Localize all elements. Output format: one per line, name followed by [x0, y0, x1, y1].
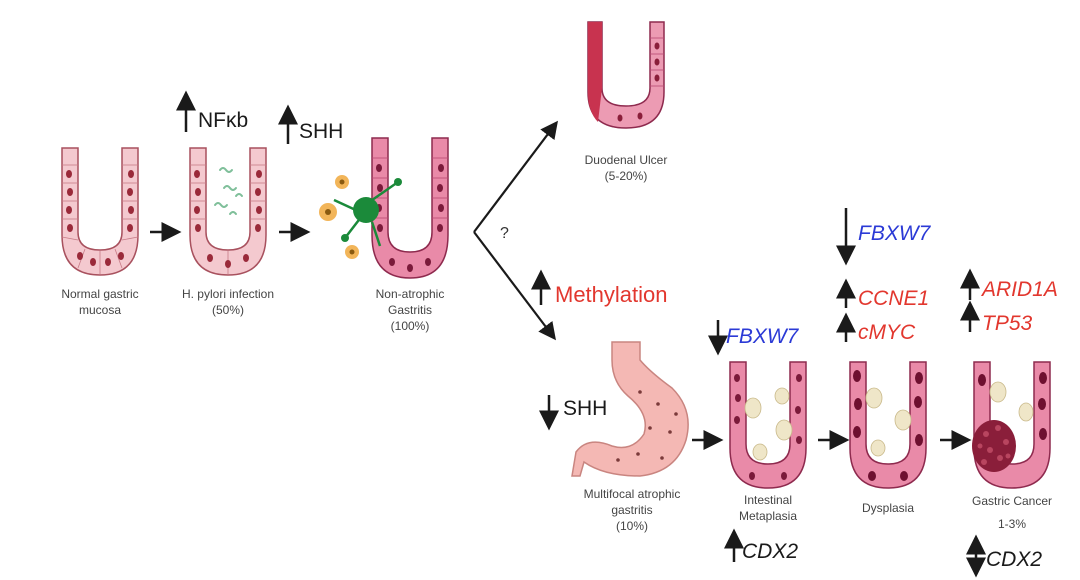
dysplasia-illustration — [849, 361, 927, 489]
hpylori-mucosa-illustration — [189, 147, 267, 276]
normal-mucosa-label-line2: mucosa — [79, 303, 121, 317]
tp53-marker: TP53 — [982, 312, 1033, 335]
gastritis-label-line2: Gastritis — [388, 303, 432, 317]
multifocal-label-line2: gastritis — [611, 503, 652, 517]
bacteria-icon — [214, 167, 243, 215]
nfkb-marker: NFκb — [198, 109, 248, 132]
ccne1-marker: CCNE1 — [858, 287, 929, 310]
metaplasia-illustration — [729, 361, 807, 489]
fbxw7-dysplasia-marker: FBXW7 — [858, 222, 932, 245]
arid1a-marker: ARID1A — [980, 278, 1058, 301]
gastritis-label-line1: Non-atrophic — [376, 287, 445, 301]
arrow-to-duodenal-ulcer — [473, 120, 558, 233]
gastric-cancer-illustration — [972, 361, 1051, 489]
shh-down-marker: SHH — [563, 397, 607, 420]
tumor-mass-icon — [972, 420, 1016, 472]
hpylori-label-line2: (50%) — [212, 303, 244, 317]
multifocal-label-line3: (10%) — [616, 519, 648, 533]
ulcer-label-line2: (5-20%) — [605, 169, 648, 183]
stomach-illustration — [571, 341, 689, 477]
gastritis-label-line3: (100%) — [391, 319, 430, 333]
multifocal-label-line1: Multifocal atrophic — [584, 487, 681, 501]
dysplasia-label: Dysplasia — [862, 501, 914, 515]
cdx2-cancer-marker: CDX2 — [986, 548, 1042, 571]
metaplasia-label-line2: Metaplasia — [739, 509, 797, 523]
unknown-path-marker: ? — [500, 225, 509, 242]
shh-up-marker: SHH — [299, 120, 343, 143]
arrow-to-multifocal-gastritis — [473, 231, 556, 341]
normal-mucosa-label-line1: Normal gastric — [61, 287, 138, 301]
methylation-marker: Methylation — [555, 282, 668, 307]
cmyc-marker: cMYC — [858, 321, 916, 344]
duodenal-ulcer-illustration — [587, 21, 665, 129]
cdx2-metaplasia-marker: CDX2 — [742, 540, 798, 563]
hpylori-label-line1: H. pylori infection — [182, 287, 274, 301]
nonatrophic-gastritis-illustration — [319, 137, 449, 279]
goblet-cells-icon — [744, 387, 793, 461]
metaplasia-label-line1: Intestinal — [744, 493, 792, 507]
cancer-label-line1: Gastric Cancer — [972, 494, 1052, 508]
fbxw7-metaplasia-marker: FBXW7 — [726, 325, 800, 348]
normal-mucosa-illustration — [61, 147, 139, 276]
inflammatory-cells-icon — [319, 175, 359, 259]
cancer-label-line2: 1-3% — [998, 517, 1026, 531]
ulcer-label-line1: Duodenal Ulcer — [585, 153, 668, 167]
immune-cell-icon — [333, 178, 402, 247]
